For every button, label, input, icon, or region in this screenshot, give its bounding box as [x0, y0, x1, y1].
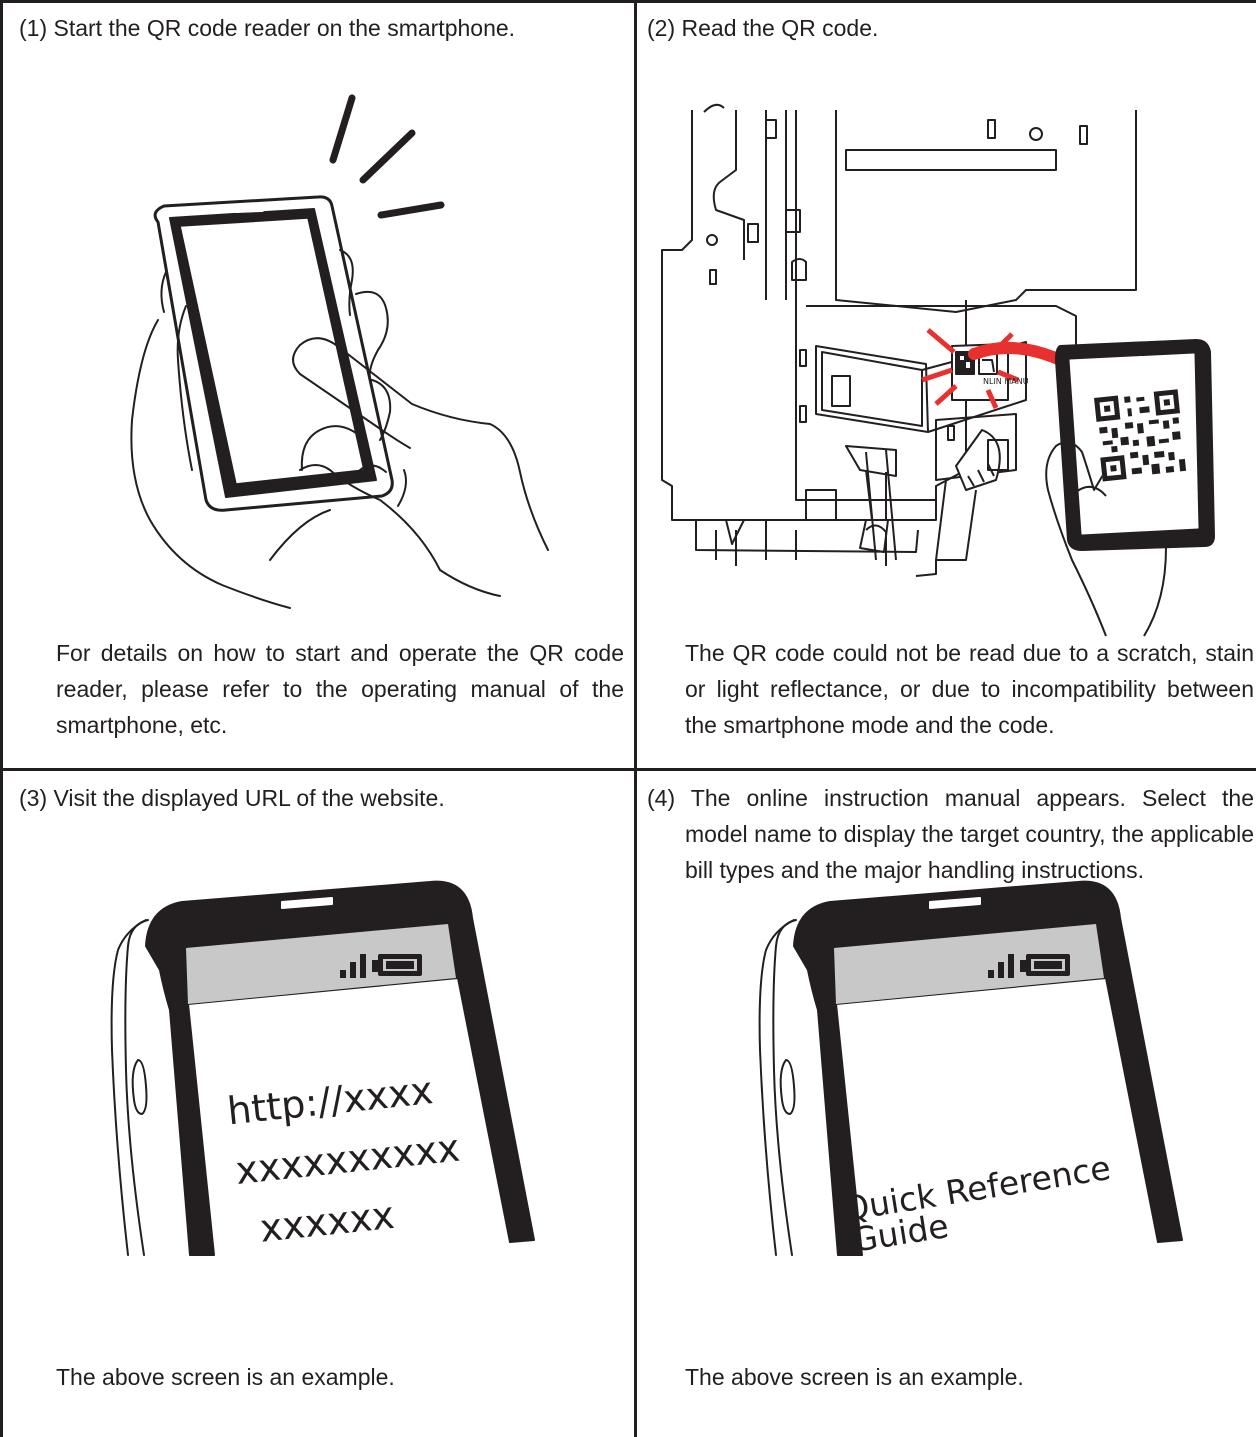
panel-step-3: (3) Visit the displayed URL of the websi…: [0, 770, 636, 1437]
screen-url-line-1: http://xxxx: [225, 1068, 435, 1133]
panel-step-2: (2) Read the QR code.: [636, 0, 1256, 770]
grid-line-middle: [0, 768, 1256, 771]
bill-validator-icon: NLIN MANU: [636, 0, 1256, 640]
step-4-note: The above screen is an example.: [685, 1359, 1254, 1395]
panel-step-1: (1) Start the QR code reader on the smar…: [0, 0, 636, 770]
battery-icon: [372, 954, 422, 976]
grid-line-center: [634, 0, 637, 1437]
grid-line-top: [0, 0, 1256, 3]
phone-screen-guide: Quick Reference Guide: [636, 770, 1256, 1370]
hand-holding-phone-icon: [0, 0, 636, 640]
phone-screen-url: http://xxxx xxxxxxxxxx xxxxxx: [0, 770, 636, 1370]
battery-icon: [1020, 954, 1070, 976]
screen-url-line-3: xxxxxx: [258, 1193, 397, 1251]
grid-line-left: [0, 0, 3, 1437]
screen-url-line-2: xxxxxxxxxx: [234, 1126, 462, 1193]
qr-code-icon: [1094, 389, 1186, 481]
step-1-note: For details on how to start and operate …: [56, 635, 624, 743]
panel-step-4: (4) The online instruction manual appear…: [636, 770, 1256, 1437]
step-2-note: The QR code could not be read due to a s…: [685, 635, 1254, 743]
step-3-note: The above screen is an example.: [56, 1359, 624, 1395]
label-text: NLIN MANU: [983, 377, 1029, 386]
